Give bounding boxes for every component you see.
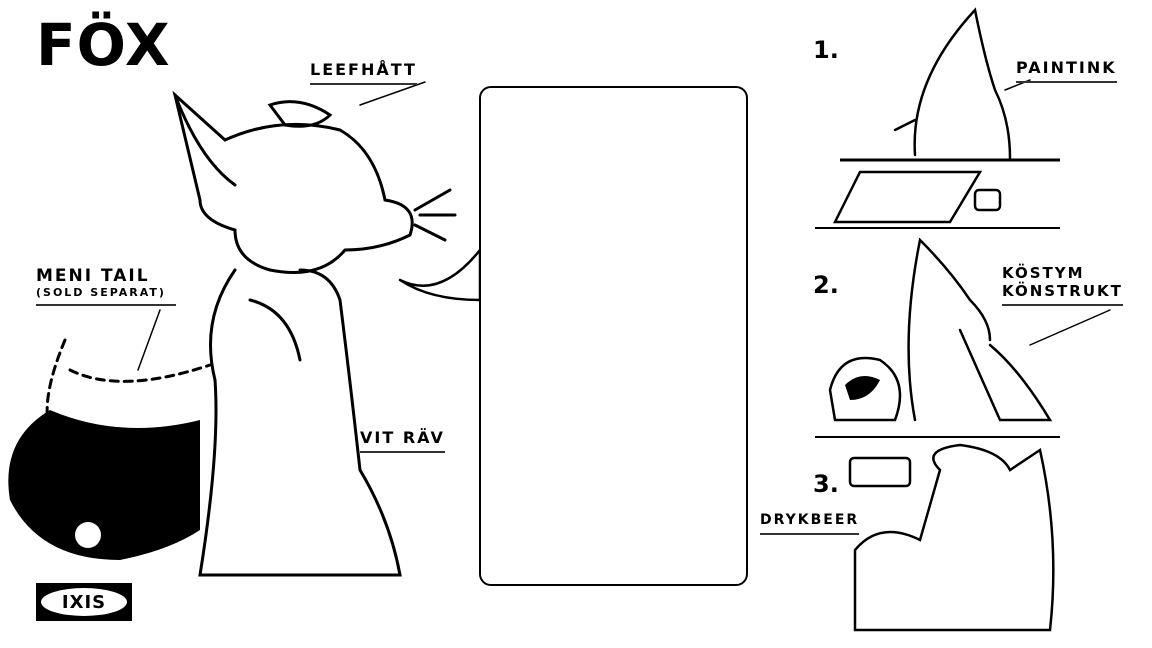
fox-drinking-illustration [853, 443, 1055, 632]
fox-arm [248, 298, 302, 362]
kostym-pointer [1029, 309, 1111, 346]
speech-tail [398, 246, 482, 302]
fox-head [172, 90, 414, 274]
step-2-label: KÖSTYM KÖNSTRUKT [1002, 264, 1123, 306]
step-2-label-line2: KÖNSTRUKT [1002, 282, 1123, 306]
speech-bubble-panel [479, 86, 748, 586]
fox-whiskers [413, 188, 457, 242]
label-meni-tail-group: MENI TAIL (SOLD SEPARAT) [36, 266, 176, 306]
fox-leaf-hat [267, 100, 333, 128]
fox-ear [173, 93, 237, 187]
product-title: FÖX [36, 11, 171, 79]
label-meni-tail: MENI TAIL [36, 266, 150, 286]
fox-painting-illustration [832, 7, 1012, 224]
hat-pointer-line [359, 81, 426, 106]
step-1-number: 1. [813, 36, 839, 64]
tail-dashed-outline [45, 338, 212, 432]
step-3-number: 3. [813, 470, 839, 498]
step-3-label: DRYKBEER [760, 512, 860, 535]
fox-body [198, 268, 402, 577]
logo-text: IXIS [41, 588, 127, 616]
label-leefhatt: LEEFHÅTT [310, 60, 417, 86]
tail-filled [8, 410, 200, 560]
label-vit-rav: VIT RÄV [360, 428, 445, 454]
step-1-label: PAINTINK [1016, 58, 1117, 84]
ixis-logo: IXIS [36, 583, 132, 621]
fox-sewing-illustration [907, 237, 1053, 422]
tail-pointer-line [137, 309, 161, 371]
step-2-number: 2. [813, 271, 839, 299]
label-sold-separat: (SOLD SEPARAT) [36, 286, 176, 306]
step-2-label-line1: KÖSTYM [1002, 264, 1085, 282]
